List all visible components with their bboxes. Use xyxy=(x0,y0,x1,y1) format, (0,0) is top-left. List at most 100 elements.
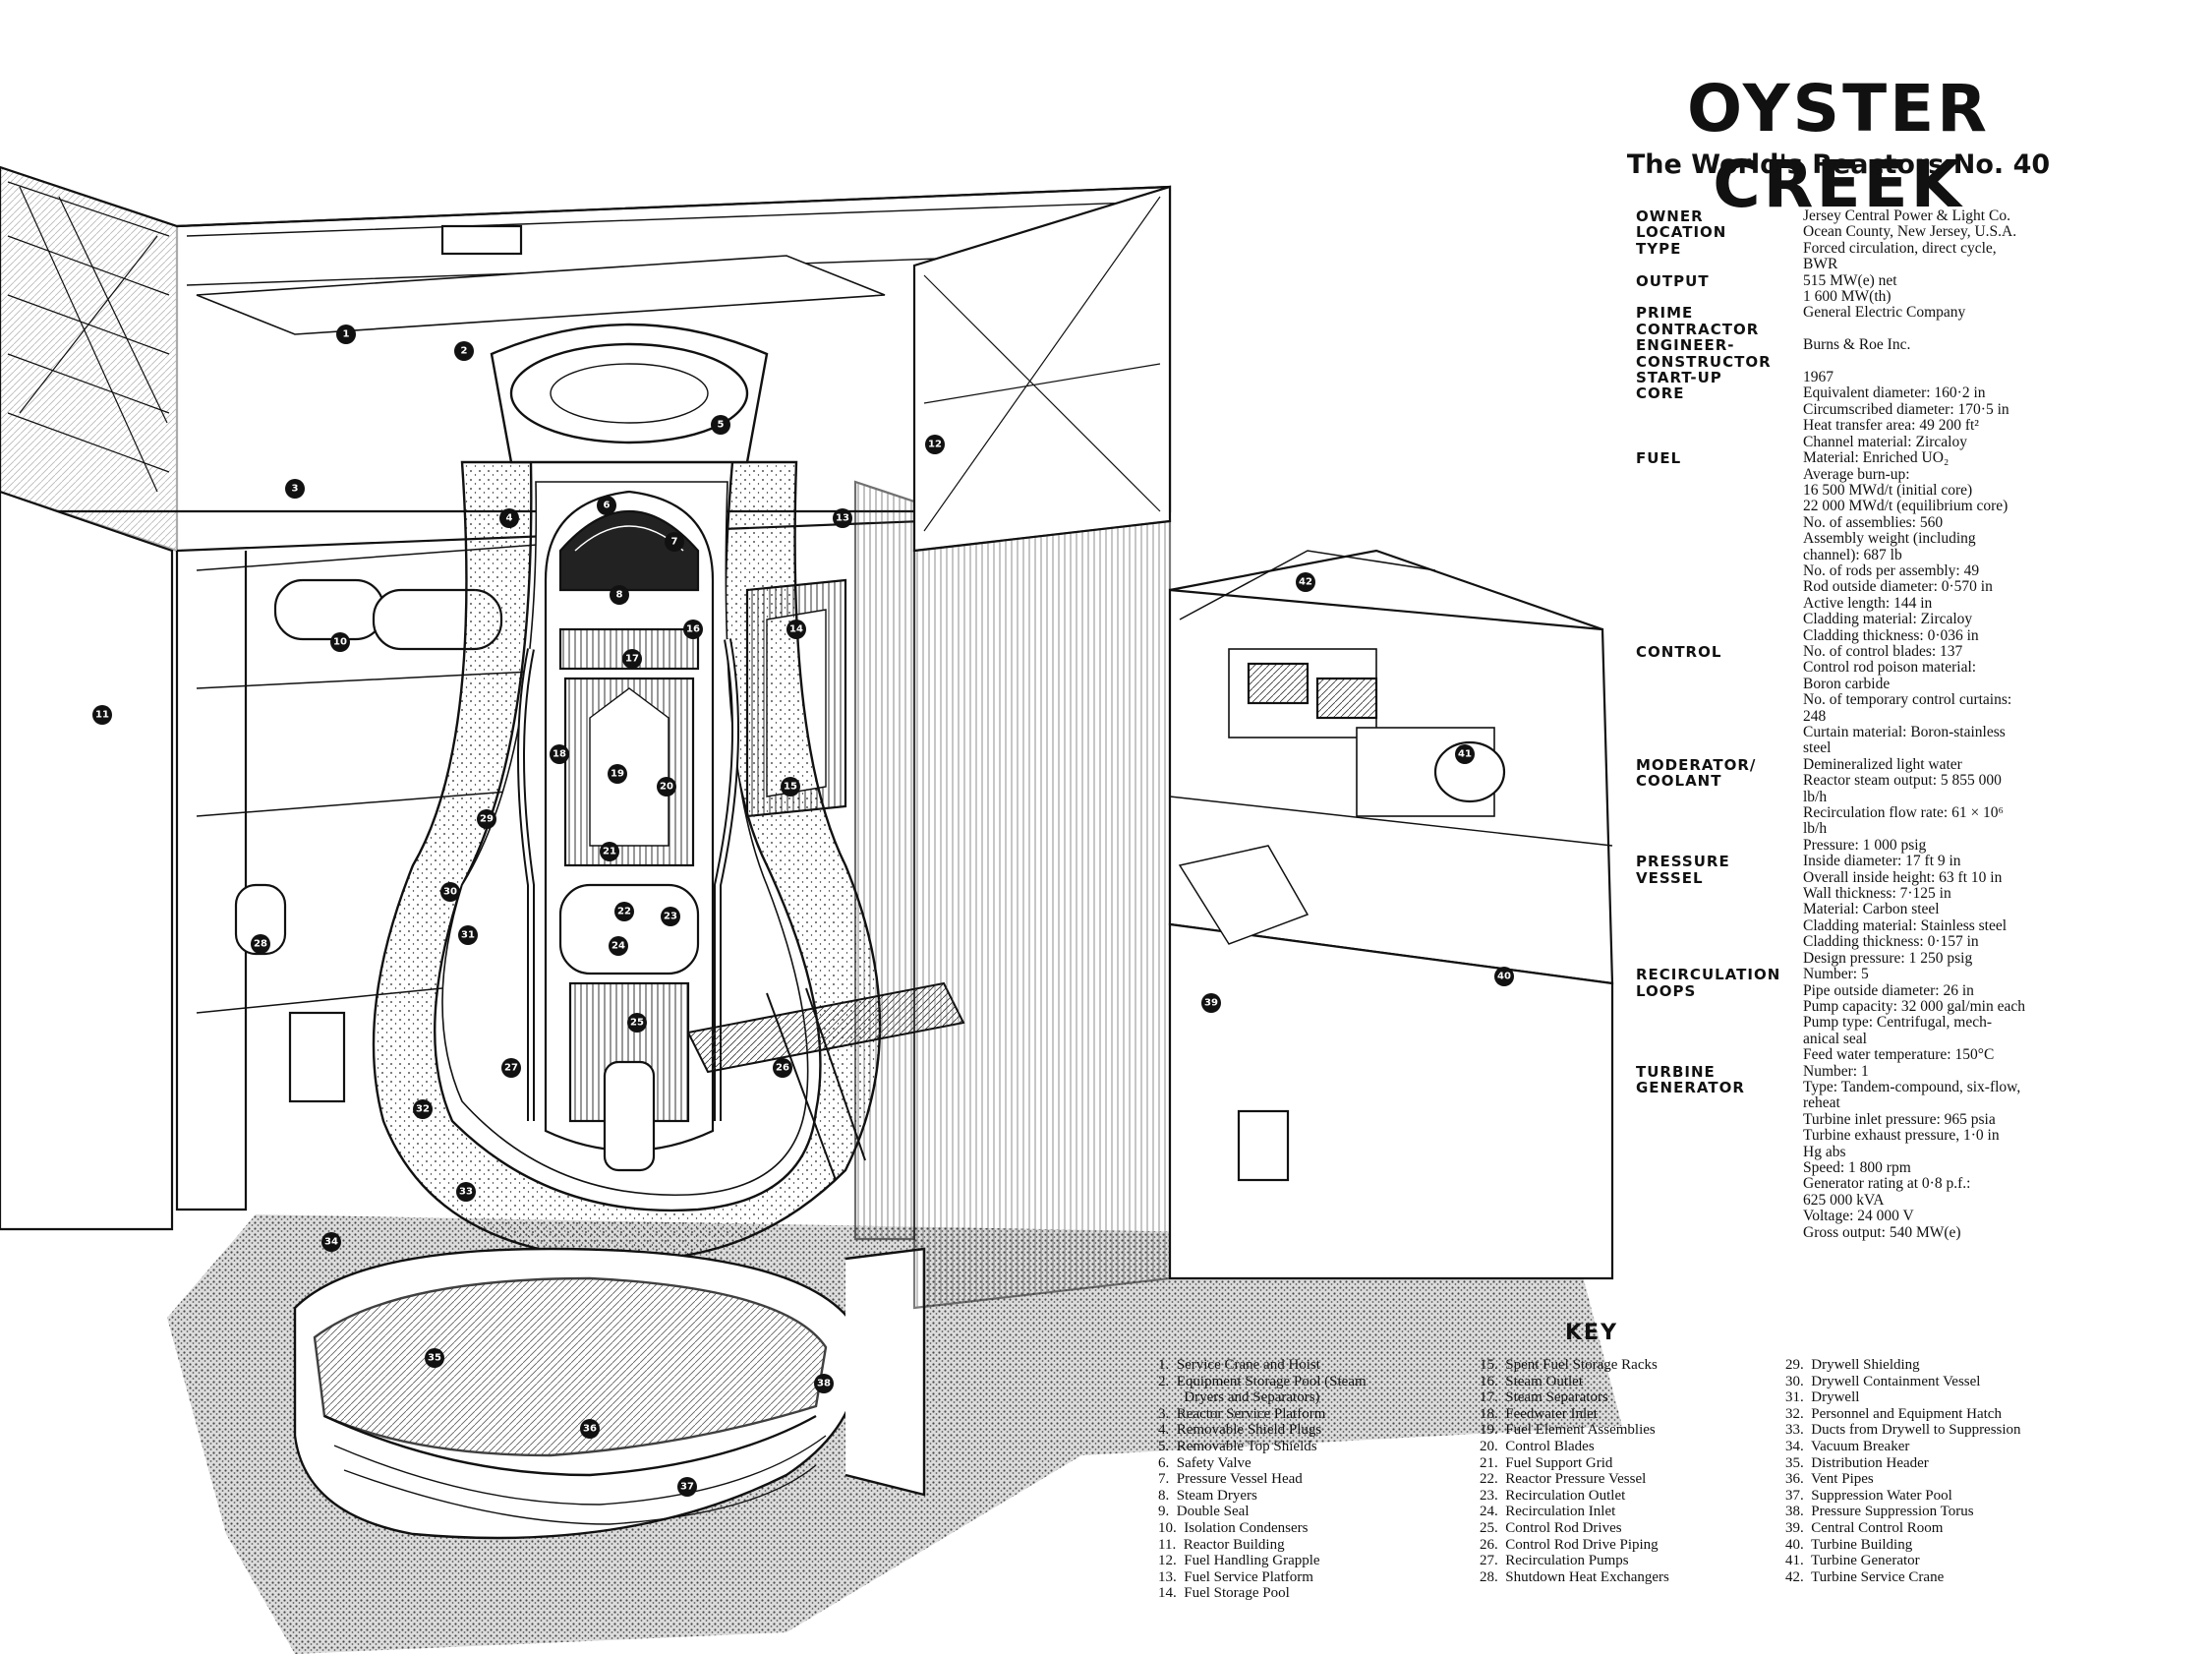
spec-value-line: No. of temporary control curtains: xyxy=(1803,691,2012,709)
spec-value-line: Pressure: 1 000 psig xyxy=(1803,836,1927,854)
spec-values: General Electric Company xyxy=(1803,305,2088,337)
spec-value-line: Heat transfer area: 49 200 ft² xyxy=(1803,417,1979,435)
key-item: 8. Steam Dryers xyxy=(1158,1487,1257,1504)
spec-value-line: Boron carbide xyxy=(1803,675,1891,692)
spec-values: Ocean County, New Jersey, U.S.A. xyxy=(1803,223,2088,240)
spec-value-line: Circumscribed diameter: 170·5 in xyxy=(1803,400,2009,418)
callout-number: 41 xyxy=(1458,749,1472,760)
callout-marker xyxy=(580,1419,600,1439)
key-item: 18. Feedwater Inlet xyxy=(1480,1405,1598,1422)
spec-label: PRIME CONTRACTOR xyxy=(1636,304,1760,338)
key-item: 24. Recirculation Inlet xyxy=(1480,1504,1616,1520)
spec-value-line: Cladding material: Stainless steel xyxy=(1803,916,2008,934)
spec-value-line: Material: Enriched UO₂ xyxy=(1803,449,1950,467)
key-item: 42. Turbine Service Crane xyxy=(1785,1568,1945,1585)
spec-label: LOCATION xyxy=(1636,223,1727,242)
callout-marker xyxy=(251,934,270,954)
callout-marker xyxy=(665,532,684,552)
callout-marker xyxy=(622,649,642,669)
callout-marker xyxy=(1296,572,1315,592)
spec-value-line: Reactor steam output: 5 855 000 xyxy=(1803,772,2002,790)
key-item: 12. Fuel Handling Grapple xyxy=(1158,1553,1320,1569)
spec-value-line: Cladding material: Zircaloy xyxy=(1803,611,1973,628)
callout-marker xyxy=(456,1182,476,1202)
spec-value-line: 515 MW(e) net xyxy=(1803,271,1897,289)
spec-value-line: Cladding thickness: 0·157 in xyxy=(1803,933,1979,951)
spec-value-line: channel): 687 lb xyxy=(1803,546,1902,563)
callout-marker xyxy=(614,902,634,921)
callout-number: 34 xyxy=(324,1237,338,1248)
spec-value-line: No. of control blades: 137 xyxy=(1803,642,1963,660)
callout-number: 32 xyxy=(416,1104,430,1115)
key-item: 34. Vacuum Breaker xyxy=(1785,1438,1910,1454)
reactor-building xyxy=(0,165,1172,1241)
callout-number: 22 xyxy=(617,907,631,917)
spec-value-line: 1967 xyxy=(1803,369,1834,386)
callout-marker xyxy=(711,415,730,435)
spec-value-line: lb/h xyxy=(1803,820,1828,838)
spec-label: PRESSURE VESSEL xyxy=(1636,853,1730,887)
spec-label: CORE xyxy=(1636,384,1685,403)
spec-row: LOCATION Ocean County, New Jersey, U.S.A. xyxy=(1636,223,2088,242)
spec-value-line: Feed water temperature: 150°C xyxy=(1803,1046,1995,1064)
callout-marker xyxy=(814,1374,834,1393)
callout-marker xyxy=(440,882,460,902)
callout-marker xyxy=(627,1013,647,1033)
spec-values: 1967 xyxy=(1803,369,2088,386)
callout-marker xyxy=(92,705,112,725)
callout-number: 1 xyxy=(343,329,350,340)
callout-marker xyxy=(610,585,629,605)
spec-label: OWNER xyxy=(1636,207,1704,225)
callout-marker xyxy=(781,777,800,797)
callout-number: 2 xyxy=(461,346,468,357)
callout-number: 8 xyxy=(616,590,623,601)
spec-label: FUEL xyxy=(1636,449,1682,468)
callout-marker xyxy=(608,764,627,784)
key-item: 16. Steam Outlet xyxy=(1480,1373,1583,1389)
callout-marker xyxy=(1201,993,1221,1013)
spec-row: PRIME CONTRACTOR General Electric Company xyxy=(1636,305,2088,337)
key-item: 3. Reactor Service Platform xyxy=(1158,1405,1326,1422)
key-item: 4. Removable Shield Plugs xyxy=(1158,1422,1322,1439)
spec-value-line: Recirculation flow rate: 61 × 10⁶ xyxy=(1803,804,2004,822)
spec-label: CONTROL xyxy=(1636,642,1722,661)
key-item: 30. Drywell Containment Vessel xyxy=(1785,1373,1981,1389)
callout-number: 38 xyxy=(817,1379,831,1389)
callout-number: 7 xyxy=(671,537,678,548)
callout-marker xyxy=(499,508,519,528)
spec-value-line: 1 600 MW(th) xyxy=(1803,288,1892,306)
spec-value-line: Channel material: Zircaloy xyxy=(1803,433,1967,450)
key-item: 14. Fuel Storage Pool xyxy=(1158,1585,1290,1602)
suppression-torus xyxy=(293,1247,926,1540)
callout-number: 13 xyxy=(836,513,849,524)
callout-number: 36 xyxy=(583,1424,597,1435)
callout-number: 27 xyxy=(504,1063,518,1074)
callout-number: 30 xyxy=(443,887,457,898)
key-item: 37. Suppression Water Pool xyxy=(1785,1487,1952,1504)
spec-value-line: 16 500 MWd/t (initial core) xyxy=(1803,481,1973,499)
spec-value-line: Curtain material: Boron-stainless xyxy=(1803,724,2006,740)
spec-value-line: Wall thickness: 7·125 in xyxy=(1803,885,1951,903)
callout-number: 25 xyxy=(630,1018,644,1029)
callout-marker xyxy=(657,777,676,797)
spec-value-line: anical seal xyxy=(1803,1030,1867,1047)
spec-value-line: BWR xyxy=(1803,256,1838,273)
callout-number: 20 xyxy=(660,782,673,793)
key-item: 5. Removable Top Shields xyxy=(1158,1438,1317,1454)
spec-value-line: Speed: 1 800 rpm xyxy=(1803,1158,1911,1176)
spec-value-line: Gross output: 540 MW(e) xyxy=(1803,1223,1961,1241)
callout-number: 16 xyxy=(686,624,700,635)
key-item: 36. Vent Pipes xyxy=(1785,1471,1874,1488)
spec-value-line: Equivalent diameter: 160·2 in xyxy=(1803,384,1986,402)
spec-value-line: Assembly weight (including xyxy=(1803,530,1976,548)
